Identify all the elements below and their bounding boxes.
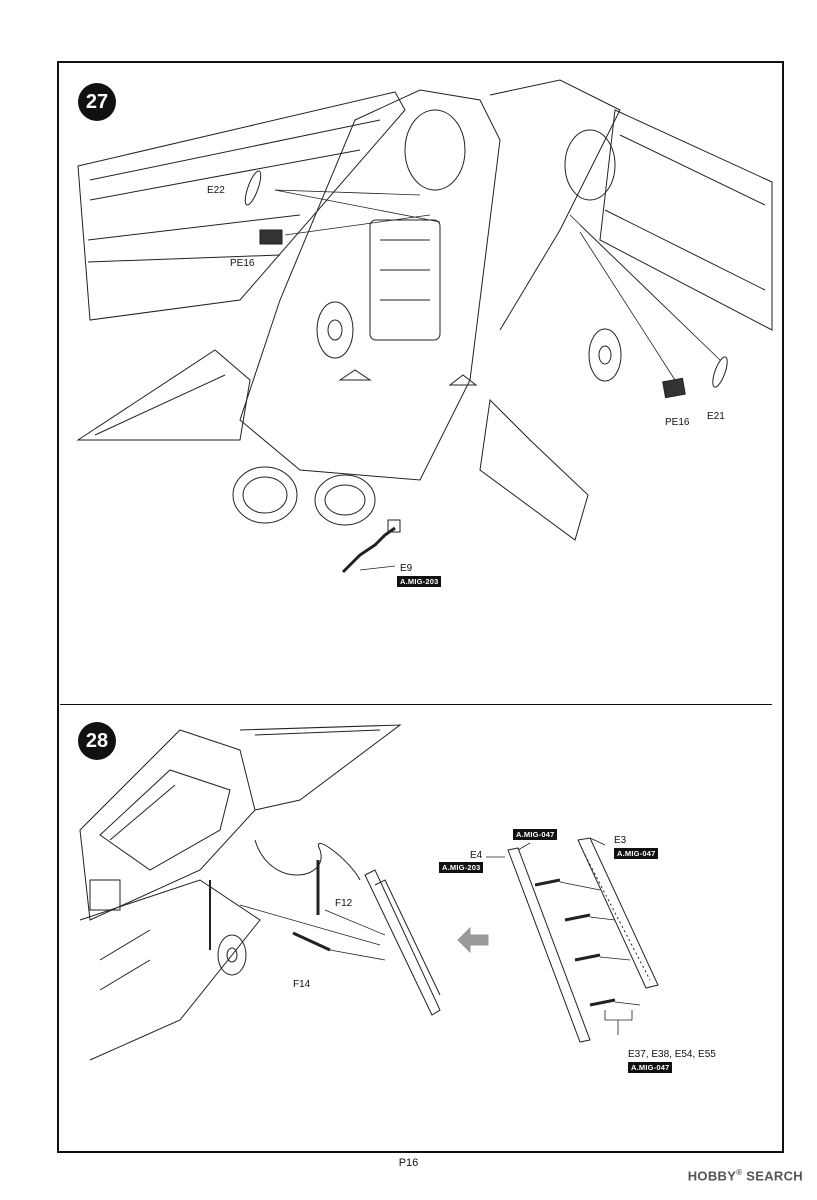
watermark: HOBBY® SEARCH xyxy=(688,1168,803,1183)
watermark-mark: ® xyxy=(736,1168,743,1177)
part-label-pe16: PE16 xyxy=(230,258,255,269)
watermark-brand: HOBBY xyxy=(687,1168,737,1184)
part-label-e22: E22 xyxy=(207,185,225,196)
part-label-e21: E21 xyxy=(707,411,725,422)
part-label-f14: F14 xyxy=(293,979,311,990)
step27-aircraft-drawing xyxy=(76,79,773,574)
page-frame xyxy=(57,61,784,1153)
step28-aircraft-drawing xyxy=(79,724,659,1061)
paint-tag: A.MIG-203 xyxy=(439,862,484,873)
paint-tag: A.MIG-047 xyxy=(513,829,558,840)
part-label-f12: F12 xyxy=(335,898,353,909)
step-27-badge: 27 xyxy=(78,83,116,121)
page-number: P16 xyxy=(398,1157,419,1169)
part-label-pe16: PE16 xyxy=(665,417,690,428)
step-number: 27 xyxy=(85,90,109,113)
step-number: 28 xyxy=(85,729,109,752)
step-28-badge: 28 xyxy=(78,722,116,760)
step-divider xyxy=(60,704,772,705)
paint-tag: A.MIG-047 xyxy=(614,848,659,859)
part-label-e9: E9 xyxy=(400,563,413,574)
paint-tag: A.MIG-047 xyxy=(628,1062,673,1073)
paint-tag: A.MIG-203 xyxy=(397,576,442,587)
part-label-e-group: E37, E38, E54, E55 xyxy=(628,1049,716,1060)
part-label-e3: E3 xyxy=(614,835,627,846)
watermark-brand2: SEARCH xyxy=(746,1168,803,1184)
part-label-e4: E4 xyxy=(470,850,483,861)
